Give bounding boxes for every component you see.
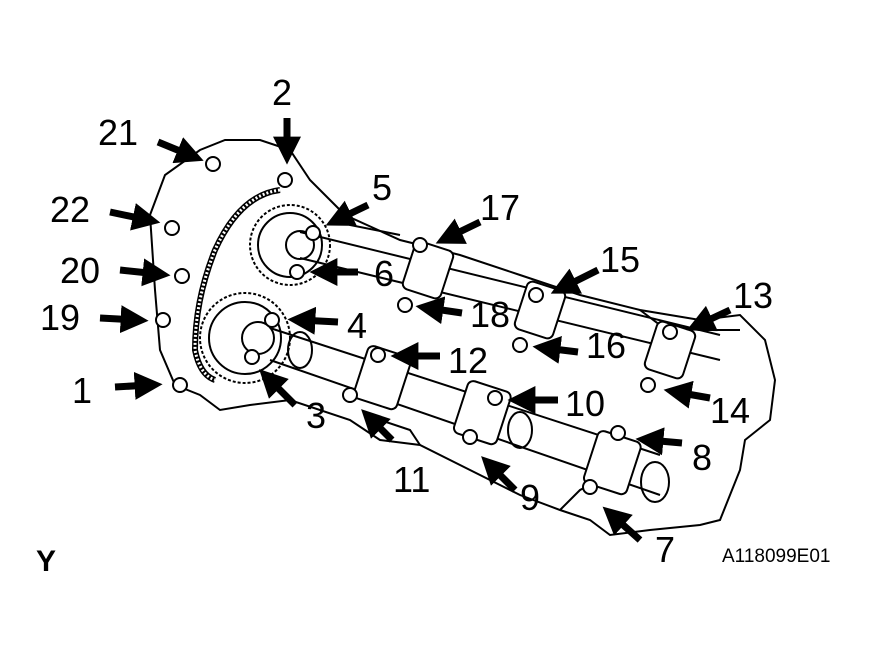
timing-chain [191,187,281,383]
arrow-5 [325,200,370,226]
arrow-4 [287,306,339,335]
callout-13: 13 [733,275,774,316]
callout-8: 8 [692,437,713,478]
intake-camshaft [299,231,721,361]
callout-19: 19 [40,297,81,338]
callout-9: 9 [520,477,541,518]
callout-11: 11 [393,459,431,500]
arrow-14 [663,380,711,409]
callout-2: 2 [272,72,293,113]
arrow-21 [156,137,204,164]
lower-camshaft-sprocket [199,292,291,384]
callout-1: 1 [72,370,93,411]
callout-16: 16 [586,325,627,366]
arrow-13 [686,305,732,332]
arrow-17 [435,218,482,244]
arrow-11 [361,409,395,443]
bearing-caps [352,240,697,496]
callout-18: 18 [470,294,511,335]
callout-17: 17 [480,187,521,228]
figure-code: A118099E01 [722,546,831,567]
callout-arrows [99,118,732,543]
callout-21: 21 [98,112,139,153]
arrow-3 [259,369,298,408]
arrow-8 [635,427,683,456]
arrow-7 [602,506,643,543]
callout-6: 6 [374,253,395,294]
arrow-9 [481,456,518,493]
callout-14: 14 [710,390,751,431]
callout-20: 20 [60,250,101,291]
view-letter: Y [36,545,57,578]
arrow-22 [109,203,161,231]
arrow-19 [99,305,149,334]
callout-7: 7 [655,529,676,570]
arrow-15 [550,266,600,294]
arrow-20 [119,258,171,287]
callout-5: 5 [372,167,393,208]
callout-12: 12 [448,340,489,381]
arrow-1 [114,371,163,400]
arrow-18 [415,296,463,325]
bolts [155,156,678,495]
callout-22: 22 [50,189,91,230]
callout-4: 4 [347,305,368,346]
arrow-16 [532,335,579,364]
callout-3: 3 [306,395,327,436]
callout-15: 15 [600,239,641,280]
callout-10: 10 [565,383,606,424]
